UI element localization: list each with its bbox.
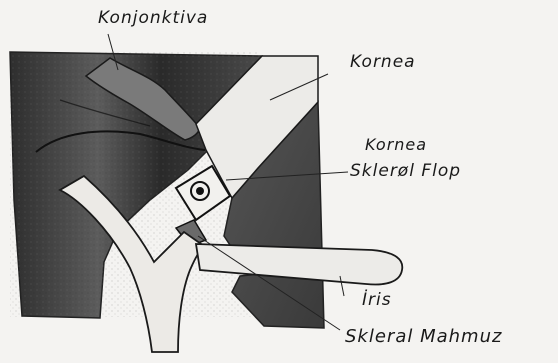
- label-konjonktiva: Konjonktiva: [98, 8, 208, 28]
- label-kornea-mid: Kornea: [365, 136, 427, 153]
- label-skleral-mahmuz: Skleral Mahmuz: [345, 326, 502, 347]
- label-skleral-flop: Sklerøl Flop: [350, 161, 461, 181]
- label-iris: İris: [362, 290, 392, 310]
- label-kornea-top: Kornea: [350, 52, 416, 72]
